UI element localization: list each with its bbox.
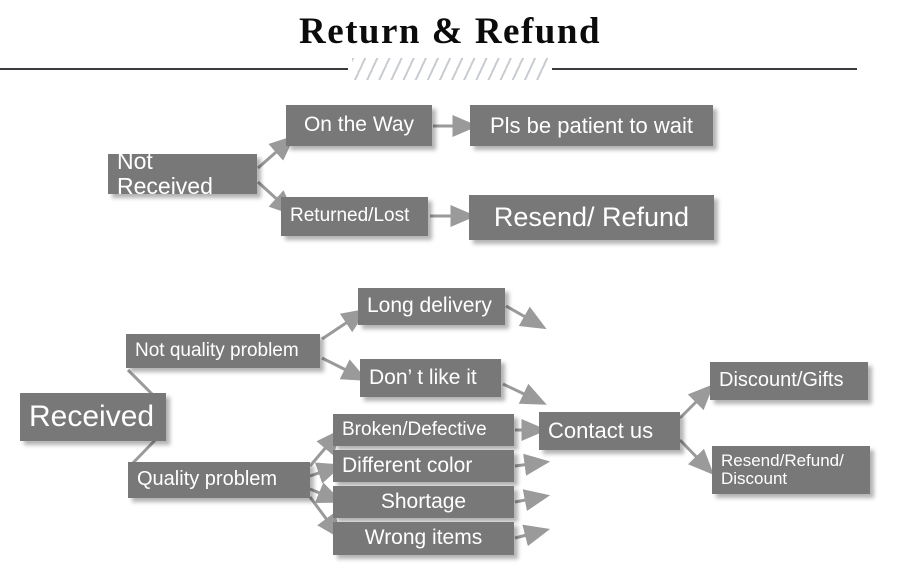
connector-contact-us-to-discount-gifts: [678, 384, 714, 420]
header-rule-right: [552, 68, 857, 70]
node-dont-like-it[interactable]: Don’ t like it: [360, 359, 501, 397]
node-received[interactable]: Received: [20, 393, 166, 441]
connector-dont-like-it-to-contact-us: [502, 382, 547, 405]
connector-shortage-to-contact-us: [514, 489, 551, 512]
node-not-quality-problem[interactable]: Not quality problem: [126, 334, 320, 368]
page-title: Return & Refund: [298, 11, 602, 52]
node-returned-lost[interactable]: Returned/Lost: [281, 197, 428, 236]
header-rule-left: [0, 68, 348, 70]
node-broken-defective[interactable]: Broken/Defective: [333, 414, 514, 446]
node-long-delivery[interactable]: Long delivery: [358, 288, 505, 325]
page-header: Return & Refund: [0, 0, 900, 90]
connector-long-delivery-to-contact-us: [505, 304, 547, 330]
node-pls-be-patient-to-wait[interactable]: Pls be patient to wait: [470, 105, 713, 146]
node-on-the-way[interactable]: On the Way: [286, 105, 432, 146]
node-wrong-items[interactable]: Wrong items: [333, 522, 514, 555]
diagonal-hatch-divider-icon: [352, 58, 548, 80]
node-different-color[interactable]: Different color: [333, 450, 514, 482]
node-quality-problem[interactable]: Quality problem: [128, 462, 310, 498]
connector-not-quality-to-dont-like-it: [321, 356, 368, 381]
node-not-received[interactable]: Not Received: [108, 149, 257, 198]
connector-different-color-to-contact-us: [514, 453, 551, 476]
node-resend-refund-discount[interactable]: Resend/Refund/ Discount: [712, 446, 870, 494]
node-contact-us[interactable]: Contact us: [539, 412, 680, 450]
node-resend-refund[interactable]: Resend/ Refund: [469, 195, 714, 240]
connector-wrong-items-to-contact-us: [514, 524, 551, 547]
node-discount-gifts[interactable]: Discount/Gifts: [710, 362, 868, 400]
node-shortage[interactable]: Shortage: [333, 486, 514, 518]
connector-contact-us-to-resend-refund-discount: [678, 438, 714, 476]
